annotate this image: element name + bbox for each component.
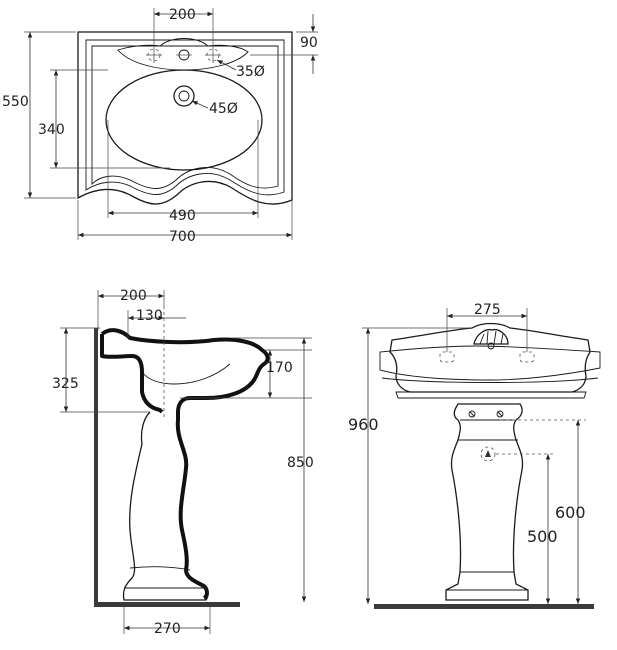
tap-deck [117, 38, 249, 71]
wall [94, 328, 98, 606]
basin-outline [77, 31, 293, 205]
side-view: 200 130 325 170 850 270 [52, 288, 314, 637]
dim-rim-height: 850 [287, 455, 314, 471]
dim-waste-height: 500 [527, 527, 558, 546]
dim-tap-spacing: 200 [169, 7, 196, 23]
dim-rim-offset: 90 [300, 35, 318, 51]
fixing-screw-icon [468, 410, 504, 418]
dim-overall-height: 960 [348, 415, 379, 434]
bowl-outline [105, 69, 263, 171]
dim-fixing-height: 600 [555, 503, 586, 522]
tap-hole-left [146, 47, 162, 63]
basin-front [389, 322, 591, 393]
basin-rim-inner [85, 39, 285, 196]
tap-hole-centre [176, 49, 192, 61]
dim-waste-hole-diameter: 45Ø [209, 101, 238, 117]
dim-bowl-width: 490 [169, 208, 196, 224]
dim-basin-width: 700 [169, 229, 196, 245]
dim-bowl-depth-170: 170 [266, 360, 293, 376]
dim-pedestal-base: 270 [154, 621, 181, 637]
dim-projection-200: 200 [120, 288, 147, 304]
waste-hole [173, 85, 195, 107]
basin-section [100, 328, 270, 600]
tap-hole-front-left [439, 351, 455, 363]
tap-hole-front-right [519, 351, 535, 363]
dim-basin-height: 325 [52, 376, 79, 392]
floor [94, 602, 240, 607]
floor-front [374, 604, 594, 609]
waste-marker-icon [480, 446, 496, 462]
dim-tap-hole-diameter: 35Ø [236, 64, 265, 80]
dim-projection-130: 130 [136, 308, 163, 324]
dim-bowl-depth: 340 [38, 122, 65, 138]
top-view: 200 90 35Ø 45Ø 550 340 490 700 [2, 7, 318, 245]
pedestal-outline [122, 411, 209, 601]
pedestal-front [445, 403, 529, 601]
tap-hole-right [205, 47, 221, 63]
dim-basin-depth: 550 [2, 94, 29, 110]
front-view: 275 960 600 500 [348, 302, 601, 609]
shell-ornament-icon [473, 328, 509, 350]
dim-front-tap-spacing: 275 [474, 302, 501, 318]
